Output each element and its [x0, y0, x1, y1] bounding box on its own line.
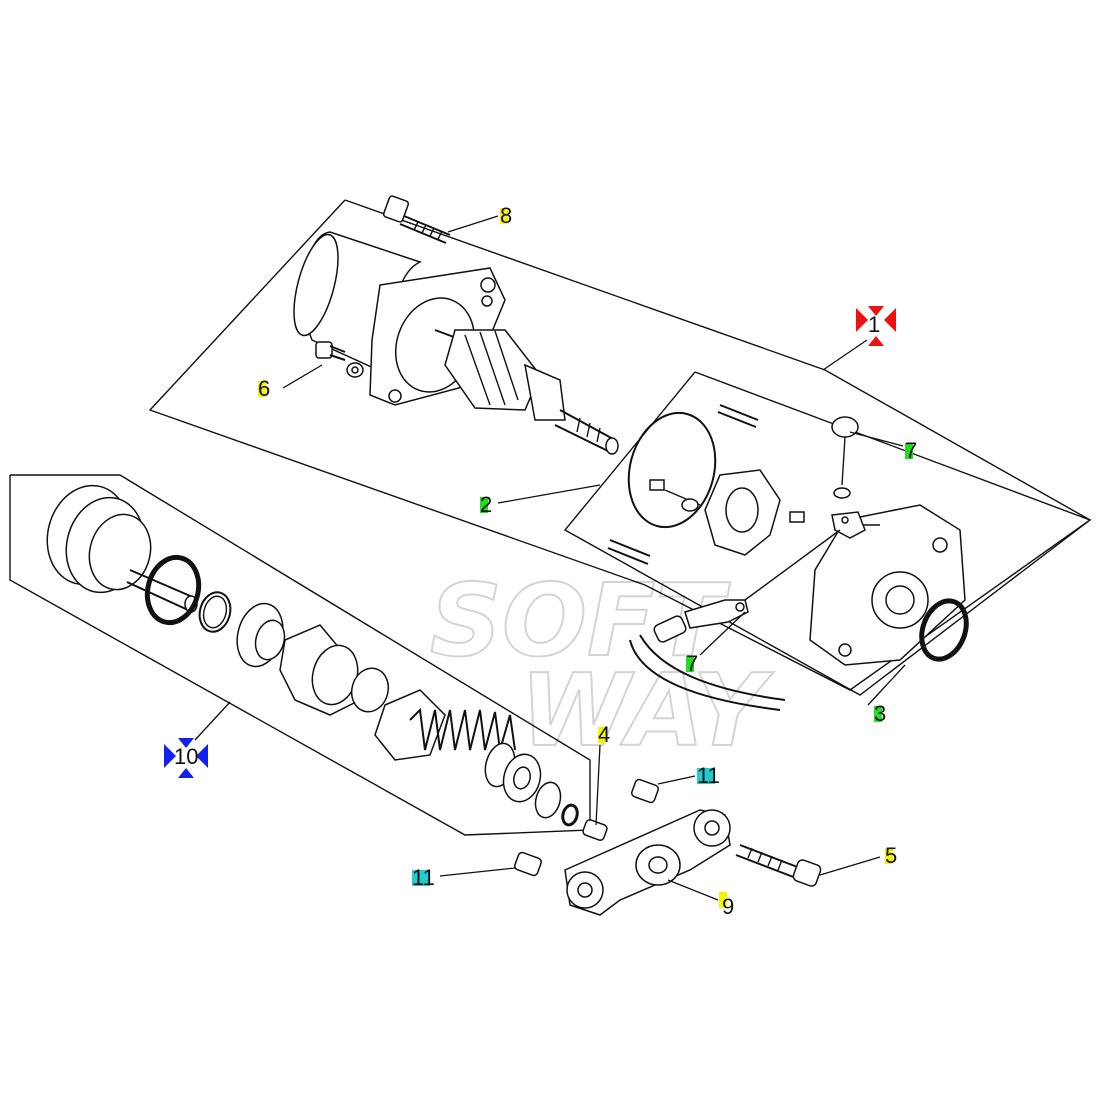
red-arrows-marker — [856, 306, 896, 346]
callout-7-cable[interactable]: 7 — [686, 651, 699, 676]
bolt-5 — [735, 844, 822, 887]
o-ring-bendix-large — [144, 554, 202, 626]
callout-8[interactable]: 8 — [500, 203, 513, 228]
callout-2[interactable]: 2 — [480, 492, 493, 517]
bushing-11-bottom — [514, 851, 542, 877]
callout-10[interactable]: 10 — [164, 738, 208, 778]
cable-terminal — [629, 529, 841, 711]
clutch-plate — [236, 602, 286, 668]
bushing-11-top — [631, 778, 659, 804]
callout-7-top[interactable]: 7 — [905, 438, 918, 463]
group-outline-end-cover — [563, 371, 1092, 696]
washer-bendix — [502, 753, 562, 819]
circlip — [561, 803, 579, 827]
spring-bottom — [607, 539, 651, 565]
o-ring-right — [919, 598, 969, 662]
callout-9[interactable]: 9 — [719, 892, 734, 918]
svg-text:WAY: WAY — [520, 652, 774, 769]
end-cover-3 — [809, 504, 966, 666]
callout-6[interactable]: 6 — [258, 376, 271, 401]
callout-4[interactable]: 4 — [598, 722, 611, 747]
callout-1[interactable]: 1 — [856, 306, 896, 346]
o-ring-bendix-small — [198, 591, 232, 633]
callout-3[interactable]: 3 — [874, 701, 887, 726]
leader-lines — [194, 215, 906, 901]
o-ring-large — [627, 411, 717, 529]
bolt-8 — [382, 195, 451, 244]
bushing-4 — [582, 819, 608, 841]
brush-plate — [649, 469, 805, 556]
ring-gear — [46, 484, 198, 613]
bracket-9 — [564, 809, 731, 916]
blue-arrows-marker — [164, 738, 208, 778]
callout-11-top[interactable]: 11 — [697, 763, 720, 788]
armature — [434, 329, 619, 455]
spring-top — [717, 404, 759, 428]
pinion-gear — [279, 624, 390, 716]
screw-6 — [315, 341, 364, 378]
callout-5[interactable]: 5 — [885, 843, 898, 868]
callout-11-bottom[interactable]: 11 — [412, 865, 435, 890]
